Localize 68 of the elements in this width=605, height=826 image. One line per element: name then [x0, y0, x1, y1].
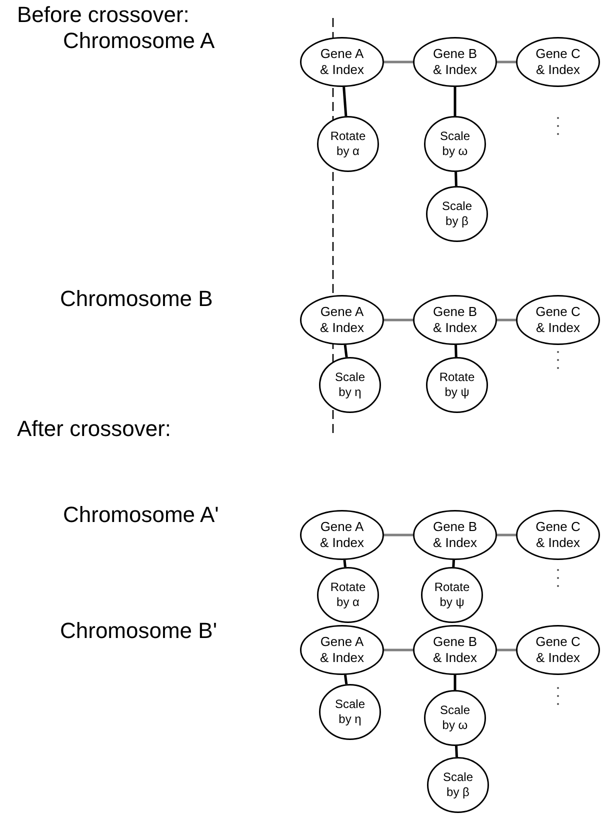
node-label: Gene C & Index: [534, 634, 582, 666]
node-label: Gene A & Index: [318, 46, 366, 78]
connector-line: [497, 648, 516, 652]
connector-line: [497, 534, 516, 536]
connector-line: [454, 87, 456, 116]
section-heading: Before crossover:: [17, 2, 190, 28]
ellipse-node: [413, 37, 497, 87]
section-heading: After crossover:: [17, 416, 172, 442]
node-label: Gene B & Index: [432, 304, 478, 336]
ellipse-node: [424, 690, 486, 746]
connector-line: [384, 318, 413, 322]
connector-line: [343, 560, 346, 568]
ellipse-node: [300, 295, 384, 345]
ellipse-node: [317, 567, 379, 623]
chromosome-label: Chromosome B: [60, 286, 213, 312]
chromosome-label: Chromosome A: [63, 28, 215, 54]
node-label: Scale by ω: [438, 703, 472, 733]
node-label: Gene C & Index: [534, 304, 582, 336]
node-label: Gene A & Index: [318, 634, 366, 666]
node-label: Gene B & Index: [432, 518, 478, 552]
connector-line: [342, 86, 348, 116]
node-label: Gene B & Index: [432, 634, 478, 666]
chromosome-label: Chromosome A': [63, 502, 219, 528]
ellipse-node: [300, 37, 384, 87]
connector-line: [454, 675, 456, 690]
node-label: Rotate by ψ: [438, 370, 476, 400]
node-label: Scale by β: [440, 199, 474, 229]
ellipse-node: [516, 37, 600, 87]
ellipse-node: [516, 510, 600, 560]
connector-line: [454, 172, 458, 186]
connector-line: [452, 560, 455, 568]
node-label: Scale by β: [442, 770, 474, 800]
ellipse-node: [516, 625, 600, 675]
chromosome-label: Chromosome B': [60, 618, 218, 644]
node-label: Gene C & Index: [534, 518, 582, 552]
ellipse-node: [413, 510, 497, 560]
ellipse-node: [319, 357, 381, 413]
ellipse-node: [426, 357, 488, 413]
connector-line: [384, 60, 413, 64]
ellipse-node: [427, 757, 489, 813]
node-label: Rotate by α: [329, 129, 367, 159]
node-label: Gene B & Index: [432, 46, 478, 78]
connector-line: [455, 746, 458, 758]
connector-line: [344, 344, 348, 358]
node-label: Scale by η: [334, 370, 366, 400]
node-label: Scale by η: [334, 697, 366, 727]
connector-line: [497, 318, 516, 322]
connector-line: [454, 344, 458, 358]
connector-line: [497, 60, 516, 64]
ellipse-node: [300, 510, 384, 560]
node-label: Scale by ω: [438, 129, 472, 159]
ellipse-node: [424, 116, 486, 172]
ellipse-node: [426, 186, 488, 242]
node-label: Gene A & Index: [318, 304, 366, 336]
connector-line: [344, 674, 348, 684]
ellipse-node: [413, 295, 497, 345]
node-label: Gene A & Index: [318, 518, 366, 552]
connector-line: [384, 534, 413, 536]
ellipse-node: [317, 116, 379, 172]
ellipse-node: [421, 567, 483, 623]
node-label: Rotate by ψ: [433, 580, 471, 610]
ellipse-node: [413, 625, 497, 675]
ellipse-node: [516, 295, 600, 345]
ellipse-node: [300, 625, 384, 675]
connector-line: [384, 648, 413, 652]
node-label: Rotate by α: [329, 580, 367, 610]
ellipse-node: [319, 684, 381, 740]
node-label: Gene C & Index: [534, 46, 582, 78]
